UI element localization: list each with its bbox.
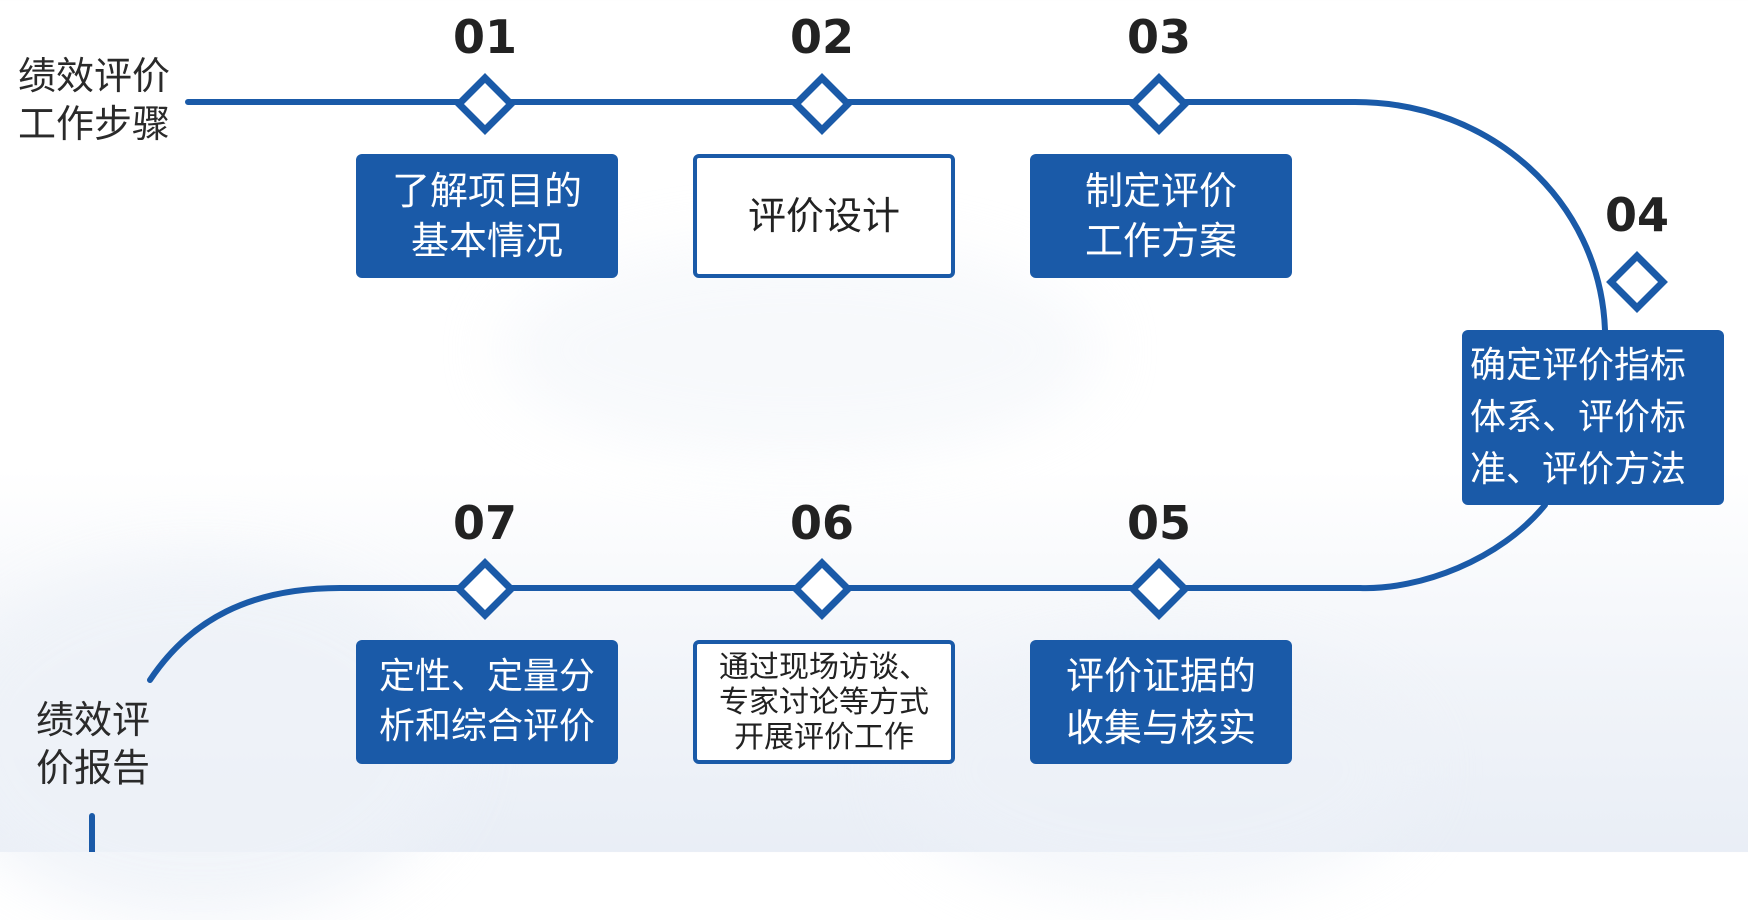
step-06-number: 06: [789, 496, 854, 550]
step-02-box: 评价设计: [693, 154, 955, 278]
step-07-number: 07: [452, 496, 517, 550]
step-07-diamond: [454, 558, 516, 620]
step-04-box: 确定评价指标体系、评价标准、评价方法: [1462, 330, 1724, 505]
step-05-text: 评价证据的收集与核实: [1065, 654, 1256, 750]
step-06-diamond: [791, 558, 853, 620]
step-04-number: 04: [1604, 188, 1669, 242]
step-06-box: 通过现场访谈、专家讨论等方式开展评价工作: [693, 640, 955, 764]
step-02-number: 02: [789, 10, 854, 64]
step-06-text: 通过现场访谈、专家讨论等方式开展评价工作: [719, 649, 929, 755]
step-01-text: 了解项目的基本情况: [391, 169, 582, 263]
title-bottom: 绩效评价报告: [36, 698, 151, 790]
step-01-number: 01: [452, 10, 517, 64]
track-line-top: [185, 99, 1608, 333]
step-04-diamond: [1606, 251, 1668, 313]
step-03-box: 制定评价工作方案: [1030, 154, 1292, 278]
track-line-bottom: [147, 585, 1363, 683]
track-line-right: [1357, 502, 1548, 592]
step-02-diamond: [791, 73, 853, 135]
process-track: [89, 73, 1668, 852]
step-01-box: 了解项目的基本情况: [356, 154, 618, 278]
step-03-text: 制定评价工作方案: [1084, 169, 1237, 263]
step-05-box: 评价证据的收集与核实: [1030, 640, 1292, 764]
step-03-number: 03: [1126, 10, 1191, 64]
step-03-diamond: [1128, 73, 1190, 135]
step-05-diamond: [1128, 558, 1190, 620]
step-04-text: 确定评价指标体系、评价标准、评价方法: [1470, 344, 1687, 490]
step-07-text: 定性、定量分析和综合评价: [378, 656, 595, 747]
step-02-text: 评价设计: [747, 194, 900, 238]
step-05-number: 05: [1126, 496, 1191, 550]
title-top: 绩效评价工作步骤: [18, 54, 171, 146]
step-07-box: 定性、定量分析和综合评价: [356, 640, 618, 764]
step-01-diamond: [454, 73, 516, 135]
